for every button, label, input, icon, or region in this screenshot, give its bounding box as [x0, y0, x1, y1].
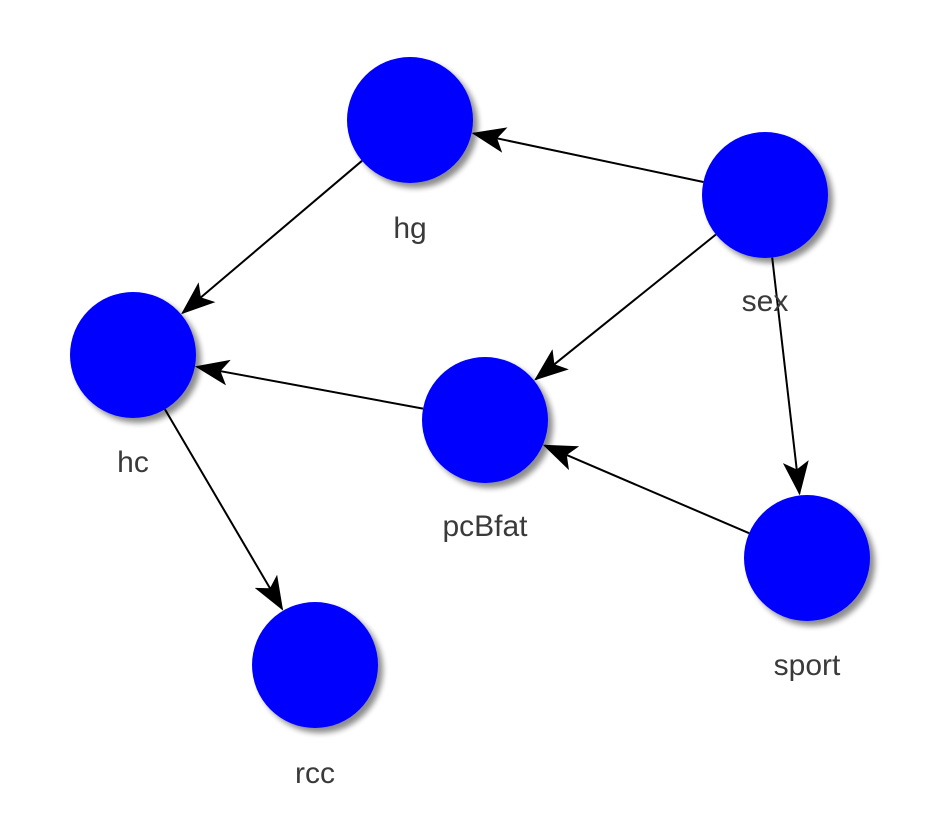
node-hc[interactable]: hc — [70, 292, 196, 479]
node-label-rcc: rcc — [295, 757, 335, 790]
edge-hc-to-rcc — [164, 408, 284, 611]
node-circle-hg[interactable] — [347, 57, 473, 183]
node-pcBfat[interactable]: pcBfat — [422, 357, 548, 543]
node-sex[interactable]: sex — [702, 132, 828, 318]
edge-pcBfat-to-hc — [194, 359, 424, 410]
node-label-hc: hc — [117, 446, 149, 479]
node-circle-rcc[interactable] — [252, 602, 378, 728]
edge-hg-to-hc — [181, 160, 363, 315]
edge-sex-to-pcBfat — [534, 233, 717, 381]
node-label-pcBfat: pcBfat — [442, 510, 528, 543]
edges-layer — [164, 127, 809, 611]
node-rcc[interactable]: rcc — [252, 602, 378, 790]
node-label-sex: sex — [742, 285, 789, 318]
nodes-layer: hg sex hc pcBfat sport rcc — [70, 57, 870, 790]
node-circle-sport[interactable] — [744, 495, 870, 621]
edge-sport-to-pcBfat — [542, 444, 750, 535]
node-hg[interactable]: hg — [347, 57, 473, 245]
node-circle-sex[interactable] — [702, 132, 828, 258]
node-circle-hc[interactable] — [70, 292, 196, 418]
edge-sex-to-sport — [771, 257, 809, 496]
node-label-hg: hg — [393, 212, 426, 245]
edge-sex-to-hg — [471, 127, 704, 183]
node-sport[interactable]: sport — [744, 495, 870, 682]
node-label-sport: sport — [774, 649, 841, 682]
node-circle-pcBfat[interactable] — [422, 357, 548, 483]
